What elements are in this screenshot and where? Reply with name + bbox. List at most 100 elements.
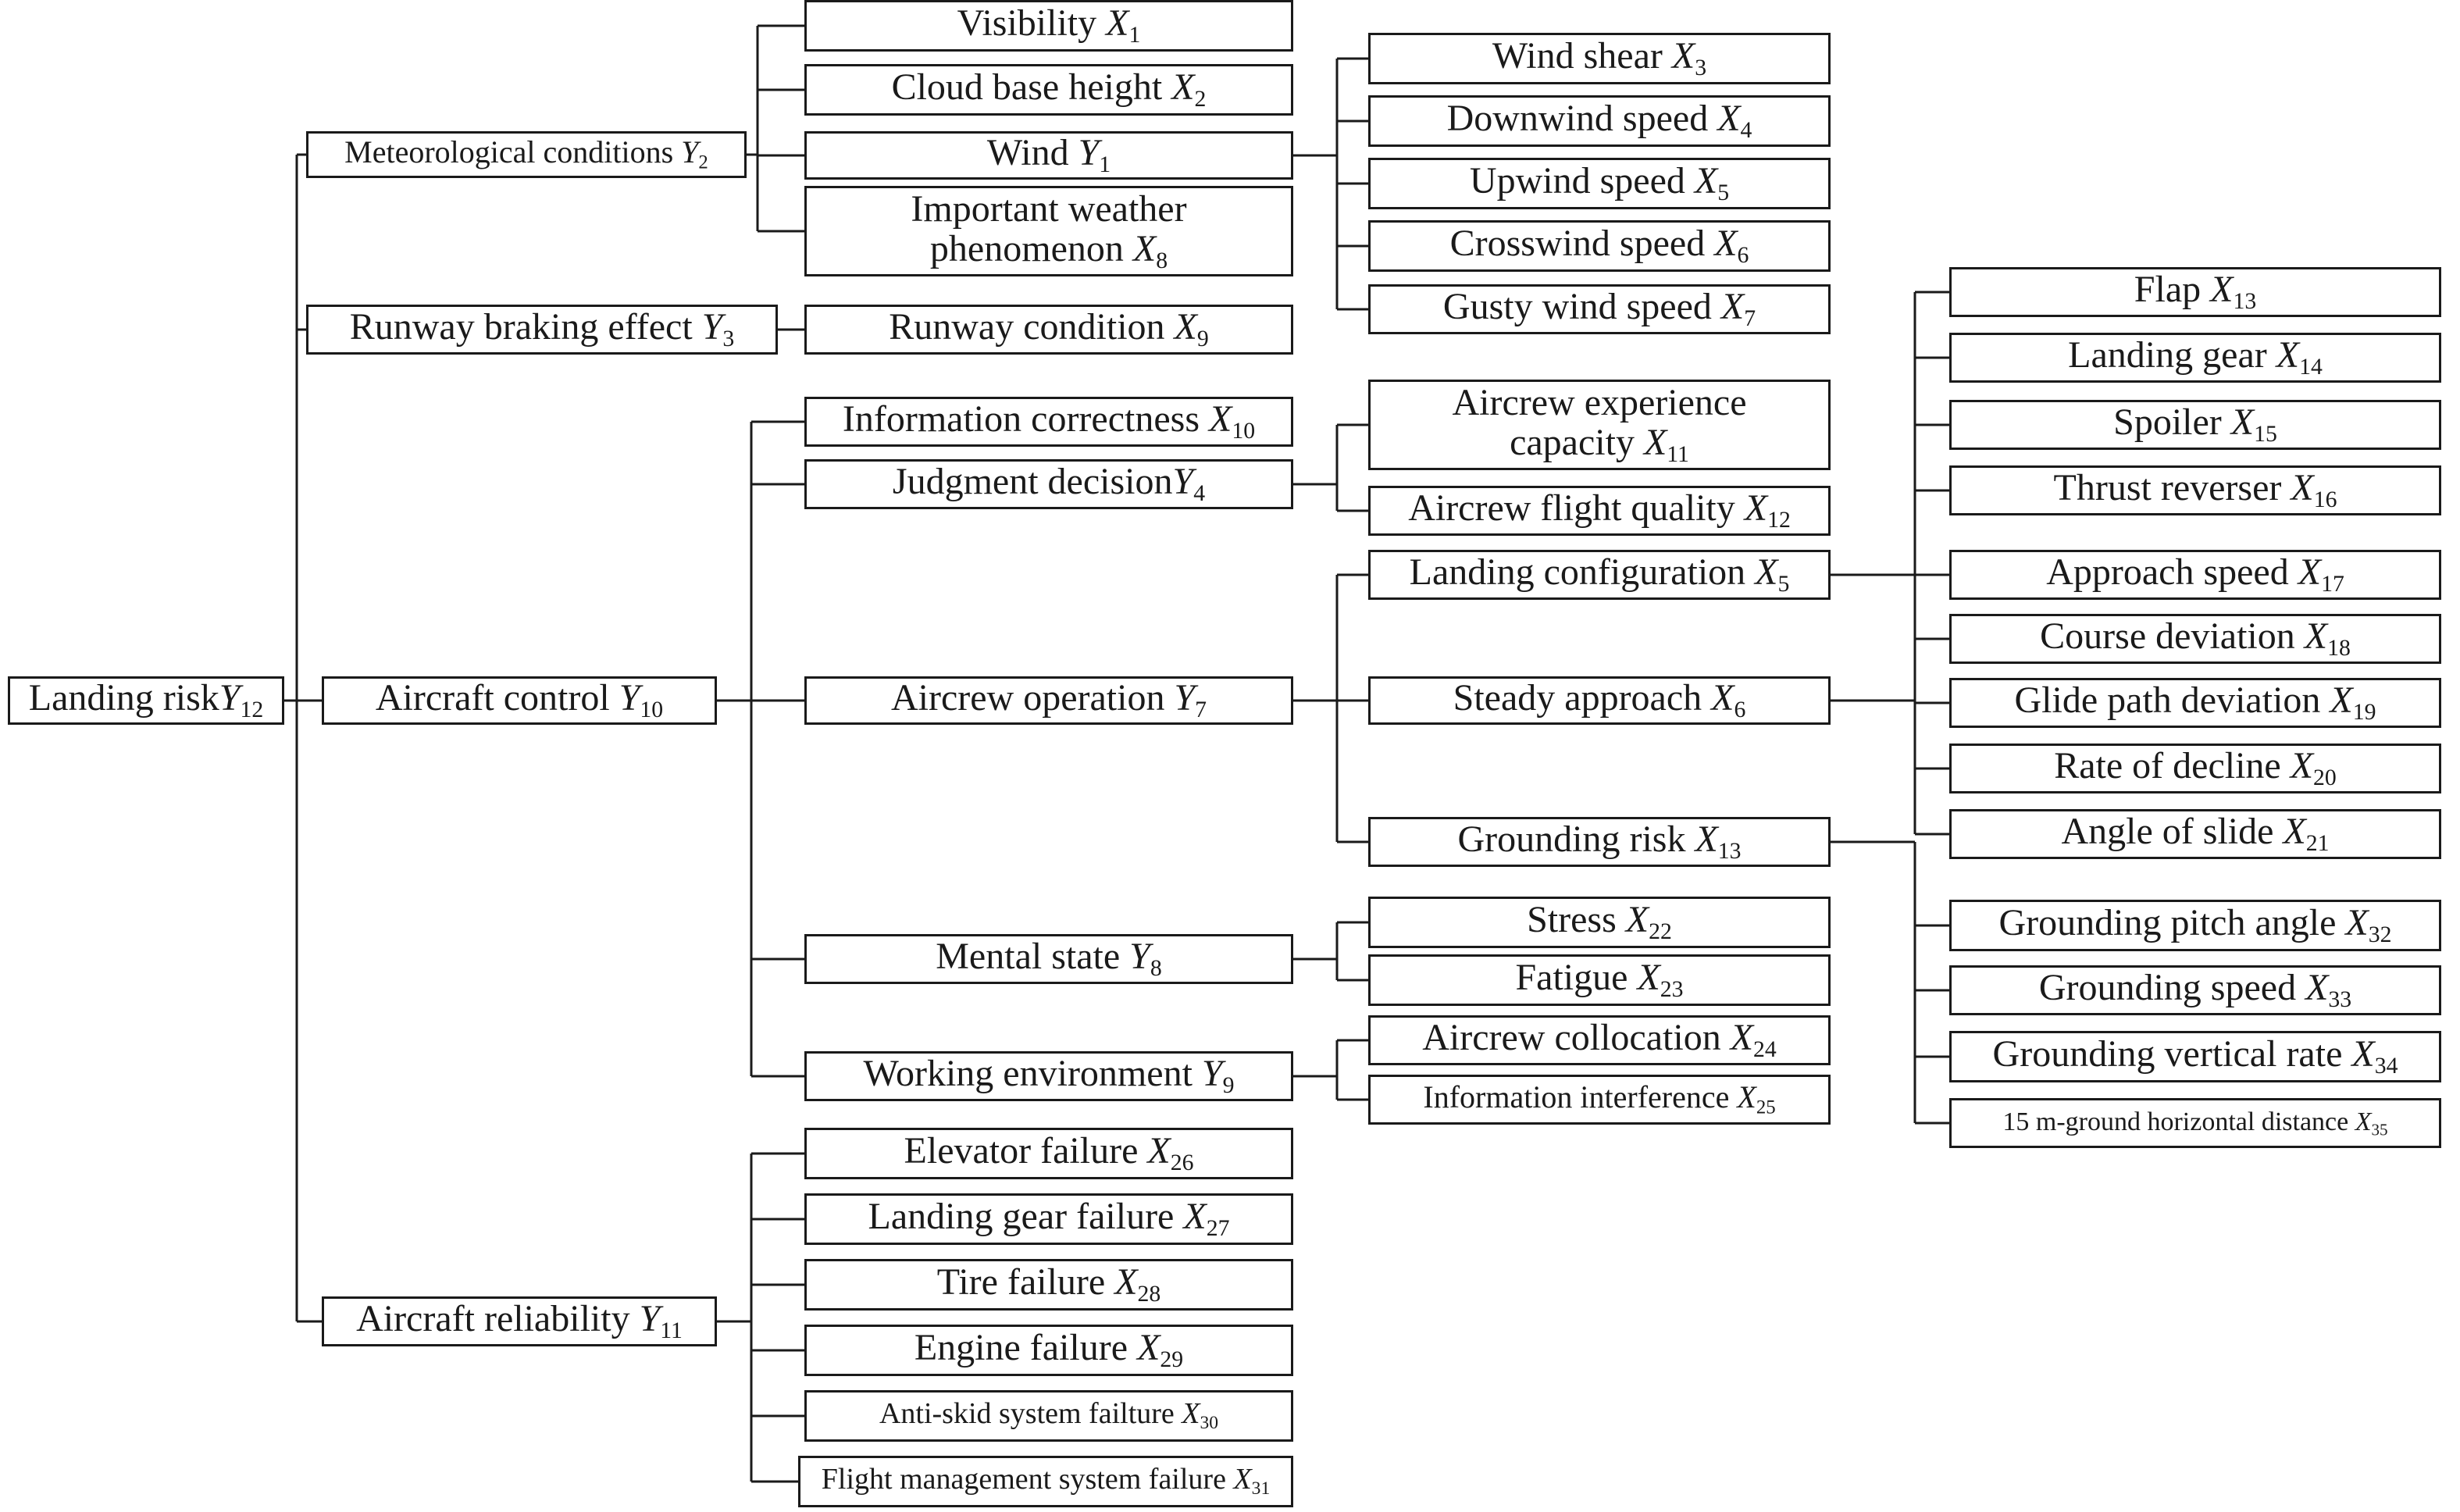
node-label: Thrust reverser X16 (2054, 469, 2337, 512)
node-subscript: 9 (1196, 326, 1209, 352)
node-subscript: 12 (240, 697, 264, 723)
node-gusty-wind-speed: Gusty wind speed X7 (1368, 284, 1831, 334)
node-working-environment: Working environment Y9 (804, 1051, 1293, 1101)
node-symbol: X (2330, 679, 2353, 722)
node-symbol: X (2230, 401, 2255, 444)
node-label: Angle of slide X21 (2061, 811, 2329, 856)
node-symbol: X (1106, 2, 1129, 45)
node-subscript: 6 (1734, 697, 1746, 723)
node-label: Downwind speed X4 (1447, 98, 1752, 143)
node-text: 15 m-ground horizontal distance (2002, 1107, 2355, 1136)
node-subscript: 9 (1222, 1072, 1235, 1099)
node-label: Flight management system failure X31 (822, 1464, 1270, 1499)
node-symbol: X (1137, 1327, 1160, 1369)
node-label: Elevator failure X26 (904, 1132, 1194, 1175)
node-engine-failure: Engine failure X29 (804, 1325, 1293, 1376)
node-subscript: 34 (2374, 1053, 2398, 1079)
node-text: Landing risk (28, 677, 219, 719)
node-text: Wind (986, 132, 1078, 174)
node-text: Glide path deviation (2014, 679, 2330, 722)
node-subscript: 5 (1717, 180, 1730, 206)
node-symbol: X (1720, 286, 1745, 328)
node-symbol: Y (681, 134, 699, 170)
node-subscript: 8 (1150, 955, 1162, 982)
node-text: Rate of decline (2054, 745, 2291, 787)
node-symbol: Y (219, 677, 241, 719)
node-text: Information correctness (842, 398, 1210, 440)
node-text: Working environment (863, 1053, 1202, 1095)
node-grounding-pitch-angle: Grounding pitch angle X32 (1949, 900, 2441, 951)
node-text: Aircrew experience capacity (1452, 382, 1747, 463)
node-anti-skid-system-failure: Anti-skid system failture X30 (804, 1390, 1293, 1442)
node-symbol: Y (1174, 677, 1196, 719)
node-symbol: X (1711, 677, 1734, 719)
node-label: Cloud base height X2 (892, 68, 1207, 112)
node-text: Flap (2134, 269, 2211, 311)
node-label: Upwind speed X5 (1470, 162, 1729, 205)
node-symbol: X (2283, 811, 2306, 853)
node-symbol: X (1744, 487, 1768, 530)
node-symbol: X (1737, 1079, 1756, 1115)
node-subscript: 2 (698, 152, 708, 173)
node-symbol: Y (701, 306, 723, 348)
node-subscript: 10 (640, 697, 664, 723)
node-aircraft-reliability: Aircraft reliability Y11 (322, 1296, 717, 1346)
node-aircrew-flight-quality: Aircrew flight quality X12 (1368, 486, 1831, 536)
node-aircrew-experience-capacity: Aircrew experience capacity X11 (1368, 380, 1831, 470)
node-symbol: X (1717, 98, 1741, 140)
node-subscript: 18 (2327, 635, 2351, 662)
node-subscript: 30 (1200, 1413, 1219, 1434)
node-text: Anti-skid system failture (879, 1397, 1182, 1431)
node-label: Landing riskY12 (29, 679, 263, 722)
node-text: Aircraft reliability (356, 1298, 640, 1340)
node-symbol: X (1714, 223, 1738, 265)
node-approach-speed: Approach speed X17 (1949, 550, 2441, 600)
node-subscript: 17 (2321, 571, 2344, 597)
node-subscript: 22 (1649, 918, 1672, 945)
node-angle-of-slide: Angle of slide X21 (1949, 809, 2441, 859)
node-landing-gear: Landing gear X14 (1949, 333, 2441, 383)
node-text: Approach speed (2046, 551, 2298, 594)
node-grounding-speed: Grounding speed X33 (1949, 965, 2441, 1015)
node-text: Runway condition (889, 306, 1175, 348)
node-subscript: 16 (2313, 487, 2337, 513)
node-subscript: 11 (660, 1318, 683, 1344)
node-text: Aircraft control (375, 677, 619, 719)
node-symbol: Y (1078, 132, 1100, 174)
node-label: Grounding vertical rate X34 (1992, 1033, 2398, 1079)
node-label: Aircrew experience capacity X11 (1402, 383, 1797, 466)
node-subscript: 26 (1170, 1150, 1194, 1176)
node-text: Landing configuration (1409, 551, 1756, 594)
node-tire-failure: Tire failure X28 (804, 1259, 1293, 1311)
node-flap: Flap X13 (1949, 267, 2441, 317)
node-text: Grounding vertical rate (1992, 1033, 2352, 1075)
node-subscript: 31 (1251, 1478, 1271, 1500)
node-text: Fatigue (1515, 957, 1638, 999)
node-text: Flight management system failure (821, 1463, 1234, 1496)
node-symbol: X (1182, 1397, 1200, 1431)
node-label: Runway braking effect Y3 (350, 308, 735, 351)
node-subscript: 19 (2352, 699, 2376, 726)
node-label: Grounding speed X33 (2038, 967, 2351, 1012)
node-label: Important weather phenomenon X8 (838, 189, 1260, 273)
node-symbol: X (1643, 421, 1667, 463)
node-label: 15 m-ground horizontal distance X35 (2002, 1107, 2387, 1138)
node-subscript: 15 (2254, 421, 2277, 448)
node-information-correctness: Information correctness X10 (804, 397, 1293, 447)
node-text: Grounding speed (2038, 967, 2306, 1009)
node-symbol: X (2290, 745, 2314, 787)
node-subscript: 5 (1777, 571, 1790, 597)
node-text: Landing gear (2068, 334, 2276, 376)
node-subscript: 11 (1667, 440, 1689, 467)
node-text: Gusty wind speed (1442, 286, 1721, 328)
node-text: Crosswind speed (1449, 223, 1715, 265)
node-label: Glide path deviation X19 (2014, 679, 2376, 726)
node-text: Angle of slide (2061, 811, 2284, 853)
node-subscript: 14 (2299, 354, 2323, 380)
node-grounding-risk: Grounding risk X13 (1368, 817, 1831, 867)
node-symbol: X (1755, 551, 1778, 594)
node-symbol: X (1694, 160, 1718, 202)
node-elevator-failure: Elevator failure X26 (804, 1128, 1293, 1179)
node-subscript: 3 (722, 326, 735, 352)
